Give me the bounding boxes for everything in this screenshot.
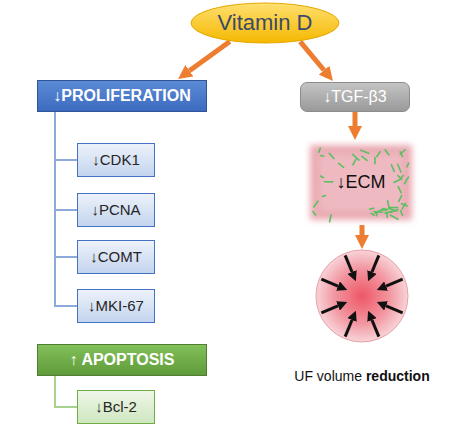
connector-arrow [353,112,358,126]
connector-arrow [189,42,229,71]
bracket-line [55,112,77,257]
fibroid-circle: UF volumereduction [315,249,409,343]
marker-box: ↓Bcl-2 [77,390,155,424]
inward-arrow [345,320,352,337]
process-box: ↓TGF-β3 [300,82,410,112]
marker-label: ↓CDK1 [92,151,140,168]
inward-arrow [321,306,338,313]
inward-arrow [345,255,352,272]
bracket-line [55,112,77,160]
ecm-image: ↓ECM [305,140,417,225]
caption-text: reduction [366,368,430,384]
process-box: ↑ APOPTOSIS [37,344,207,376]
marker-box: ↓PCNA [77,193,155,227]
inward-arrow [372,320,379,337]
inward-arrow [372,255,379,272]
marker-label: ↓PCNA [91,201,140,218]
box-heading: ↓PROLIFERATION [53,87,190,105]
marker-label: ↓Bcl-2 [95,398,137,415]
inward-arrow [386,279,403,286]
bracket-line [55,376,77,407]
inward-arrow [386,306,403,313]
marker-box: ↓COMT [77,240,155,274]
marker-label: ↓COMT [90,248,142,265]
connector-arrow [300,42,324,71]
inward-arrow [321,279,338,286]
fibroid-picture [315,249,409,343]
box-heading: ↑ APOPTOSIS [70,351,175,369]
box-heading: ↓TGF-β3 [323,88,386,106]
image-label: ↓ECM [337,172,386,193]
source-ellipse: Vitamin D [190,2,340,44]
connector-arrow [360,225,365,235]
bracket-line [55,112,77,210]
marker-box: ↓CDK1 [77,143,155,177]
process-box: ↓PROLIFERATION [37,80,207,112]
bracket-line [55,112,77,306]
caption-line: UF volumereduction [294,367,429,385]
node-label: Vitamin D [218,10,313,35]
caption-text: UF volume [294,368,362,384]
marker-label: ↓MKI-67 [88,297,144,314]
marker-box: ↓MKI-67 [77,289,155,323]
